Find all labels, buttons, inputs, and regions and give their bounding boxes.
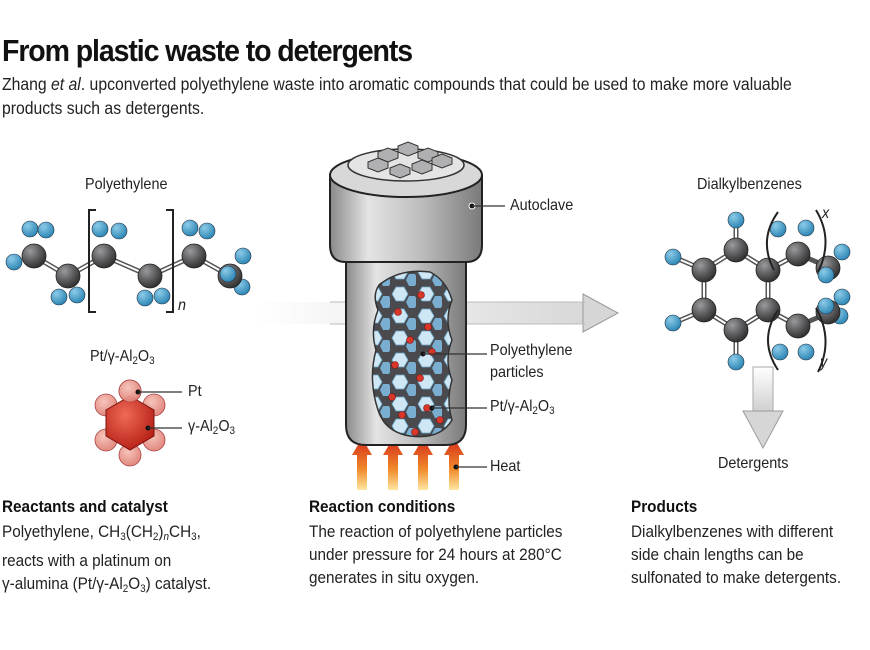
autoclave (329, 141, 505, 470)
reactants-line3: γ-alumina (Pt/γ-Al2O3) catalyst. (2, 574, 212, 595)
products-heading: Products (631, 497, 698, 516)
page-subtitle: Zhang et al. upconverted polyethylene wa… (2, 74, 792, 118)
detergents-label: Detergents (718, 455, 789, 472)
reactants-line2: reacts with a platinum on (2, 551, 172, 570)
chain-y-subscript: y (820, 354, 828, 371)
reactants-text: Polyethylene, CH3(CH2)nCH3, reacts with … (2, 520, 211, 601)
dialkylbenzene-molecule (664, 209, 851, 373)
products-line1: Dialkylbenzenes with different (631, 522, 834, 541)
particles-label-line1: Polyethylene (490, 342, 573, 359)
conditions-heading: Reaction conditions (309, 497, 456, 516)
conditions-text: The reaction of polyethylene particles u… (309, 520, 562, 589)
chain-x-subscript: x (822, 205, 830, 222)
autoclave-label: Autoclave (510, 197, 574, 214)
catalyst-particle (94, 379, 182, 467)
pt-label: Pt (188, 383, 202, 400)
conditions-line1: The reaction of polyethylene particles (309, 522, 563, 541)
products-text: Dialkylbenzenes with different side chai… (631, 520, 841, 589)
alumina-label: γ-Al2O3 (188, 418, 236, 437)
hydrogen-atoms (5, 219, 252, 307)
chain-parentheses (765, 209, 827, 373)
reactor-catalyst-label: Pt/γ-Al2O3 (490, 398, 555, 417)
page-title: From plastic waste to detergents (2, 33, 413, 68)
heat-label: Heat (490, 458, 521, 475)
conditions-line2: under pressure for 24 hours at 280°C (309, 545, 562, 564)
particles-label-line2: particles (490, 364, 544, 381)
dialkylbenzenes-label: Dialkylbenzenes (697, 176, 802, 193)
heat-arrows (352, 438, 464, 490)
reactants-line1: Polyethylene, CH3(CH2)nCH3, (2, 522, 201, 543)
products-line2: side chain lengths can be (631, 545, 804, 564)
repeat-brackets (88, 209, 174, 313)
polyethylene-label: Polyethylene (85, 176, 168, 193)
carbon-atoms (21, 243, 243, 289)
repeat-subscript: n (178, 297, 187, 314)
polyethylene-molecule (5, 209, 252, 313)
detergents-arrow (742, 366, 784, 450)
reactants-heading: Reactants and catalyst (2, 497, 168, 516)
catalyst-label: Pt/γ-Al2O3 (90, 348, 155, 367)
conditions-line3: generates in situ oxygen. (309, 568, 480, 587)
products-line3: sulfonated to make detergents. (631, 568, 842, 587)
